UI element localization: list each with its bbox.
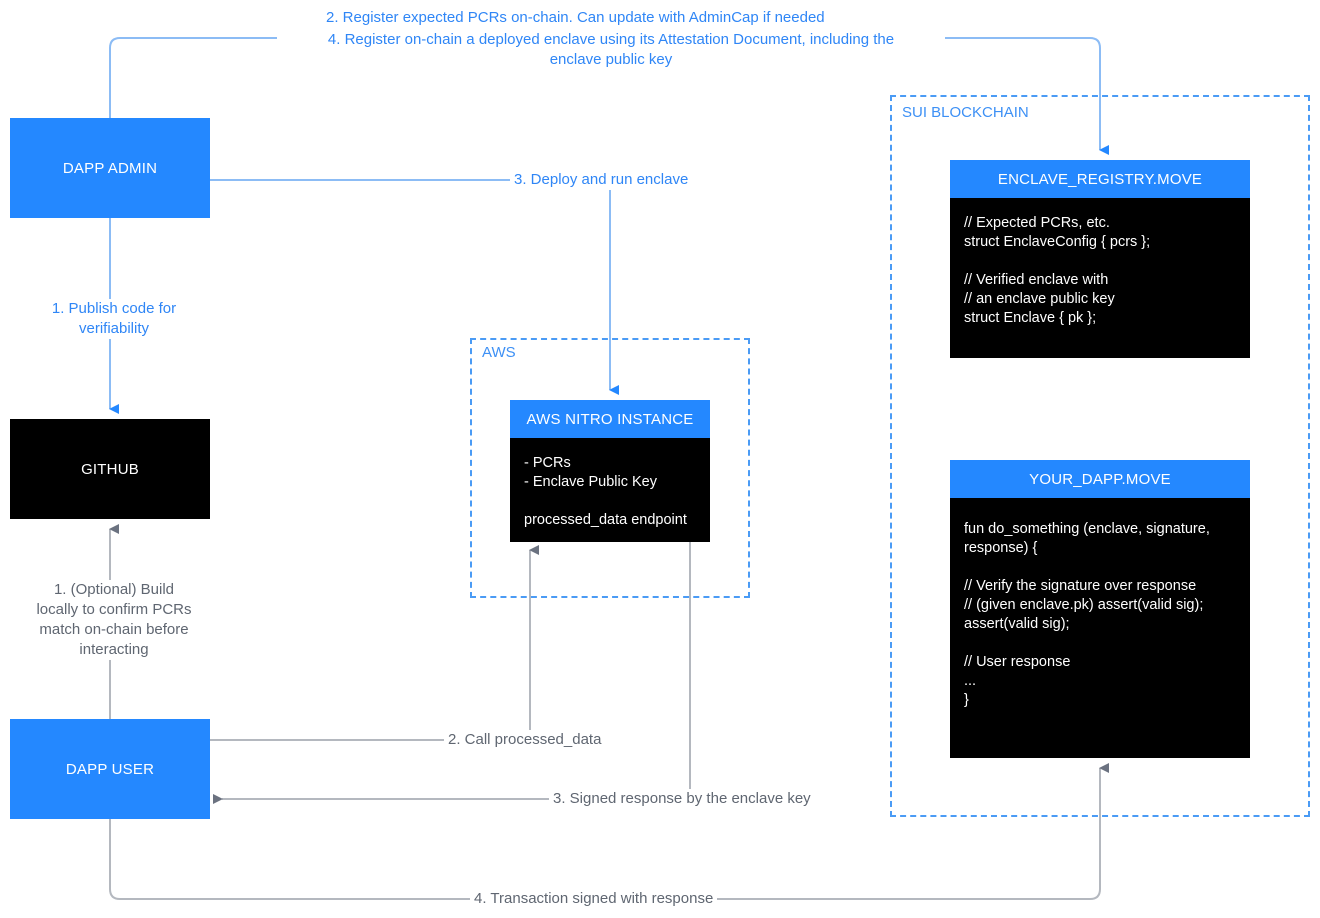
node-aws-nitro-instance-title: AWS NITRO INSTANCE — [510, 400, 710, 438]
edge-label-optional-build: 1. (Optional) Build locally to confirm P… — [22, 580, 206, 660]
edge-label-register-enclave: 4. Register on-chain a deployed enclave … — [277, 30, 945, 70]
group-aws — [470, 338, 750, 598]
edge-label-register-pcrs: 2. Register expected PCRs on-chain. Can … — [322, 8, 829, 28]
node-dapp-user[interactable]: DAPP USER — [10, 719, 210, 819]
node-dapp-admin[interactable]: DAPP ADMIN — [10, 118, 210, 218]
node-aws-nitro-instance[interactable]: AWS NITRO INSTANCE - PCRs - Enclave Publ… — [510, 400, 710, 542]
node-your-dapp-move-title: YOUR_DAPP.MOVE — [950, 460, 1250, 498]
node-dapp-user-label: DAPP USER — [65, 760, 155, 778]
edge-label-signed-response: 3. Signed response by the enclave key — [549, 789, 815, 809]
node-enclave-registry-move-title: ENCLAVE_REGISTRY.MOVE — [950, 160, 1250, 198]
edge-label-call-processed-data: 2. Call processed_data — [444, 730, 606, 750]
node-aws-nitro-instance-body: - PCRs - Enclave Public Key processed_da… — [510, 438, 710, 542]
group-aws-label: AWS — [478, 344, 520, 361]
group-sui-blockchain — [890, 95, 1310, 817]
group-sui-blockchain-label: SUI BLOCKCHAIN — [898, 104, 1033, 121]
node-github-label: GITHUB — [81, 460, 139, 478]
node-github[interactable]: GITHUB — [10, 419, 210, 519]
node-dapp-admin-label: DAPP ADMIN — [62, 159, 158, 177]
edge-label-publish-code: 1. Publish code for verifiability — [35, 299, 193, 339]
edge-label-transaction-signed: 4. Transaction signed with response — [470, 889, 718, 909]
edge-label-deploy-enclave: 3. Deploy and run enclave — [510, 170, 693, 190]
node-enclave-registry-move-body: // Expected PCRs, etc. struct EnclaveCon… — [950, 198, 1250, 358]
node-your-dapp-move[interactable]: YOUR_DAPP.MOVE fun do_something (enclave… — [950, 460, 1250, 758]
node-your-dapp-move-body: fun do_something (enclave, signature, re… — [950, 498, 1250, 758]
node-enclave-registry-move[interactable]: ENCLAVE_REGISTRY.MOVE // Expected PCRs, … — [950, 160, 1250, 358]
